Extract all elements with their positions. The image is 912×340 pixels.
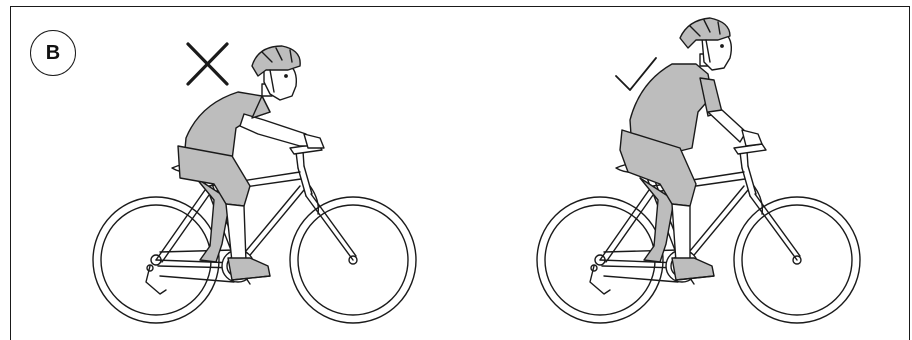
bicycle-right [537, 144, 860, 323]
cross-icon [188, 44, 227, 84]
bicycle-left [93, 144, 416, 323]
incorrect-posture-scene [93, 44, 416, 323]
correct-posture-scene [537, 18, 860, 323]
